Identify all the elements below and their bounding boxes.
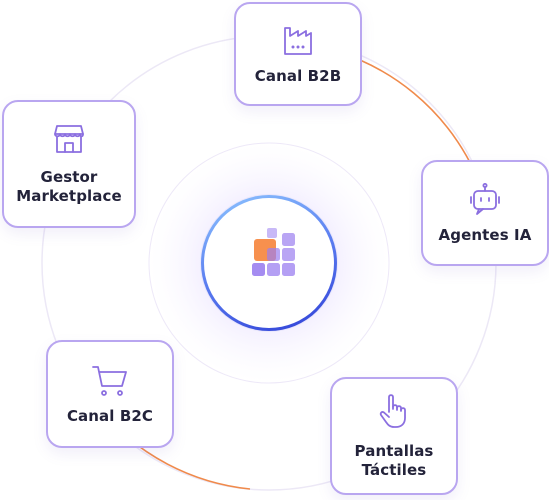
- factory-icon: [284, 26, 312, 55]
- tiles-logo-icon: [252, 228, 295, 276]
- storefront-icon: [54, 125, 84, 153]
- node-label: Agentes IA: [438, 225, 532, 244]
- node-label: Canal B2B: [254, 66, 342, 85]
- node-pantallas-tactiles[interactable]: Pantallas Táctiles: [330, 377, 458, 495]
- pointer-hand-icon: [379, 394, 406, 428]
- node-canal-b2c[interactable]: Canal B2C: [46, 340, 174, 448]
- node-gestor-marketplace[interactable]: Gestor Marketplace: [2, 100, 136, 228]
- node-label: Gestor Marketplace: [16, 168, 122, 205]
- node-canal-b2b[interactable]: Canal B2B: [234, 2, 362, 106]
- inner-orbit-ring: [148, 142, 390, 384]
- node-label: Pantallas Táctiles: [354, 442, 434, 479]
- node-label: Canal B2C: [66, 406, 154, 425]
- center-hub: [201, 195, 337, 331]
- shopping-cart-icon: [92, 365, 127, 396]
- node-agentes-ia[interactable]: Agentes IA: [421, 160, 549, 266]
- robot-icon: [470, 182, 500, 215]
